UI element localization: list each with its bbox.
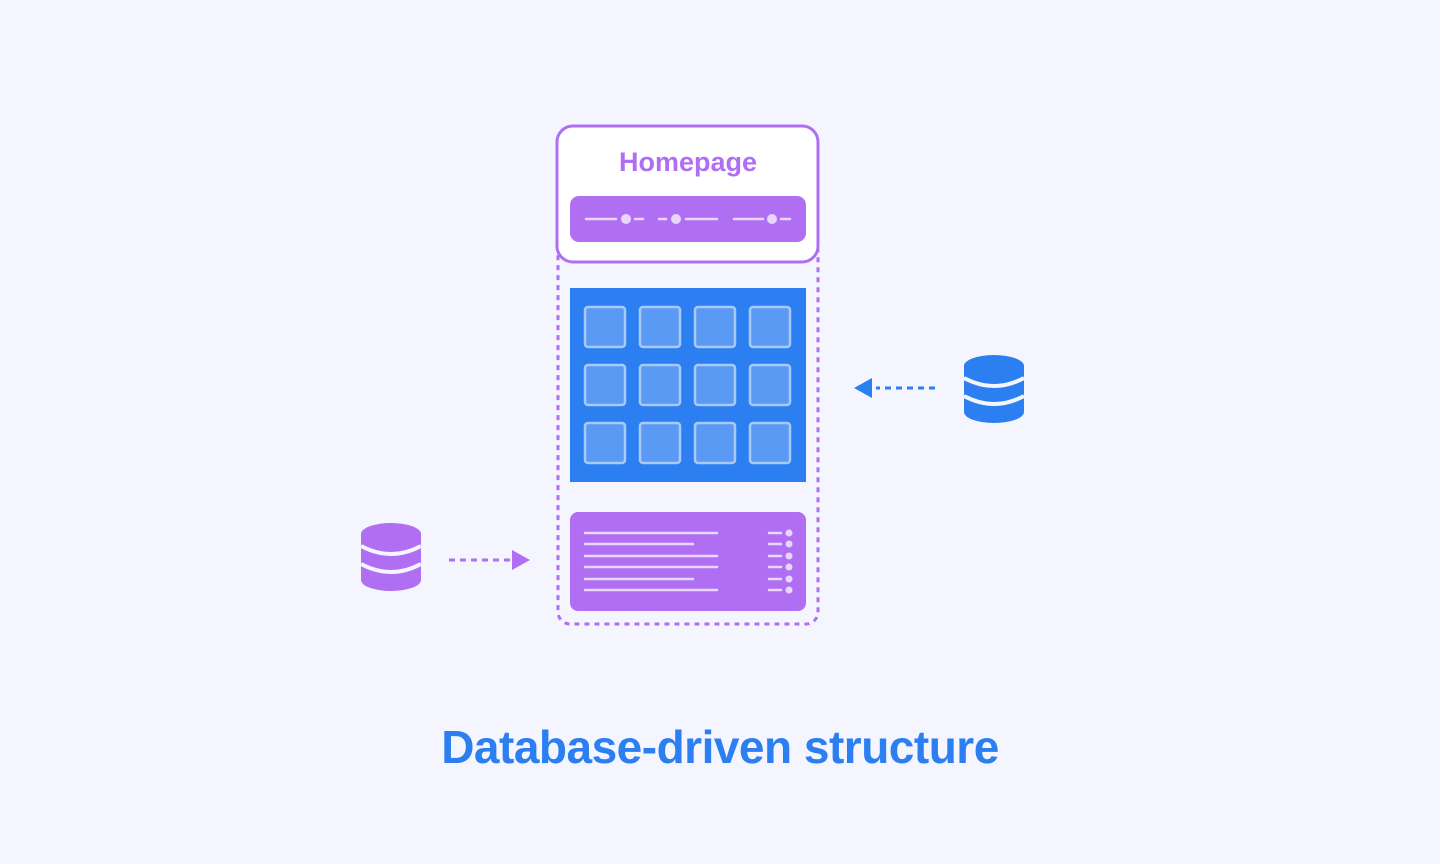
diagram-caption: Database-driven structure	[441, 721, 999, 773]
grid-tile	[748, 363, 792, 407]
grid-tile	[693, 363, 737, 407]
grid-tiles	[583, 305, 792, 465]
homepage-title: Homepage	[619, 147, 757, 177]
grid-tile	[638, 305, 682, 349]
grid-tile	[583, 305, 627, 349]
arrow-to-grid	[854, 378, 935, 398]
list-bullets	[767, 529, 793, 594]
page-dashed-outline	[556, 238, 820, 626]
homepage-card: Homepage	[555, 124, 820, 264]
grid-tile	[748, 305, 792, 349]
grid-tile	[638, 421, 682, 465]
grid-tile	[638, 363, 682, 407]
grid-tile	[693, 421, 737, 465]
grid-tile	[748, 421, 792, 465]
list-section	[570, 512, 806, 611]
homepage-nav-bar	[570, 196, 806, 242]
grid-tile	[583, 421, 627, 465]
arrow-to-list	[449, 550, 530, 570]
grid-tile	[583, 363, 627, 407]
database-icon	[963, 355, 1025, 423]
list-lines	[583, 531, 719, 592]
database-icon	[360, 523, 422, 591]
product-grid-section	[570, 288, 806, 482]
grid-tile	[693, 305, 737, 349]
